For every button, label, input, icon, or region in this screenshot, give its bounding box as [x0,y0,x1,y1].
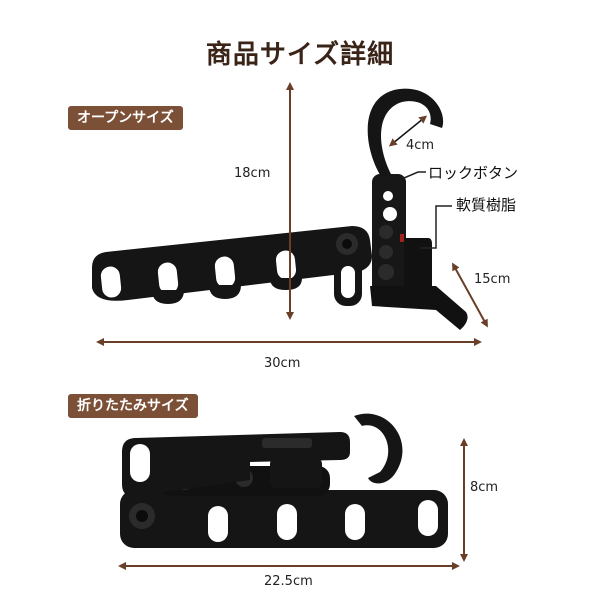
folded-hanger-image [120,413,448,548]
open-height-label: 18cm [234,166,271,181]
lock-button-label: ロックボタン [428,164,519,182]
folded-width-label: 22.5cm [264,574,313,589]
open-hanger-image [92,88,468,330]
page-title: 商品サイズ詳細 [205,40,395,70]
open-dimensions [96,82,488,346]
soft-resin-label: 軟質樹脂 [456,196,517,214]
folded-height-label: 8cm [470,480,499,495]
folded-dimensions [118,438,468,570]
folded-size-badge: 折りたたみサイズ [68,394,198,418]
open-size-badge: オープンサイズ [68,106,183,130]
open-width-label: 30cm [264,356,301,371]
hook-width-label: 4cm [406,138,435,153]
open-depth-label: 15cm [474,272,511,287]
